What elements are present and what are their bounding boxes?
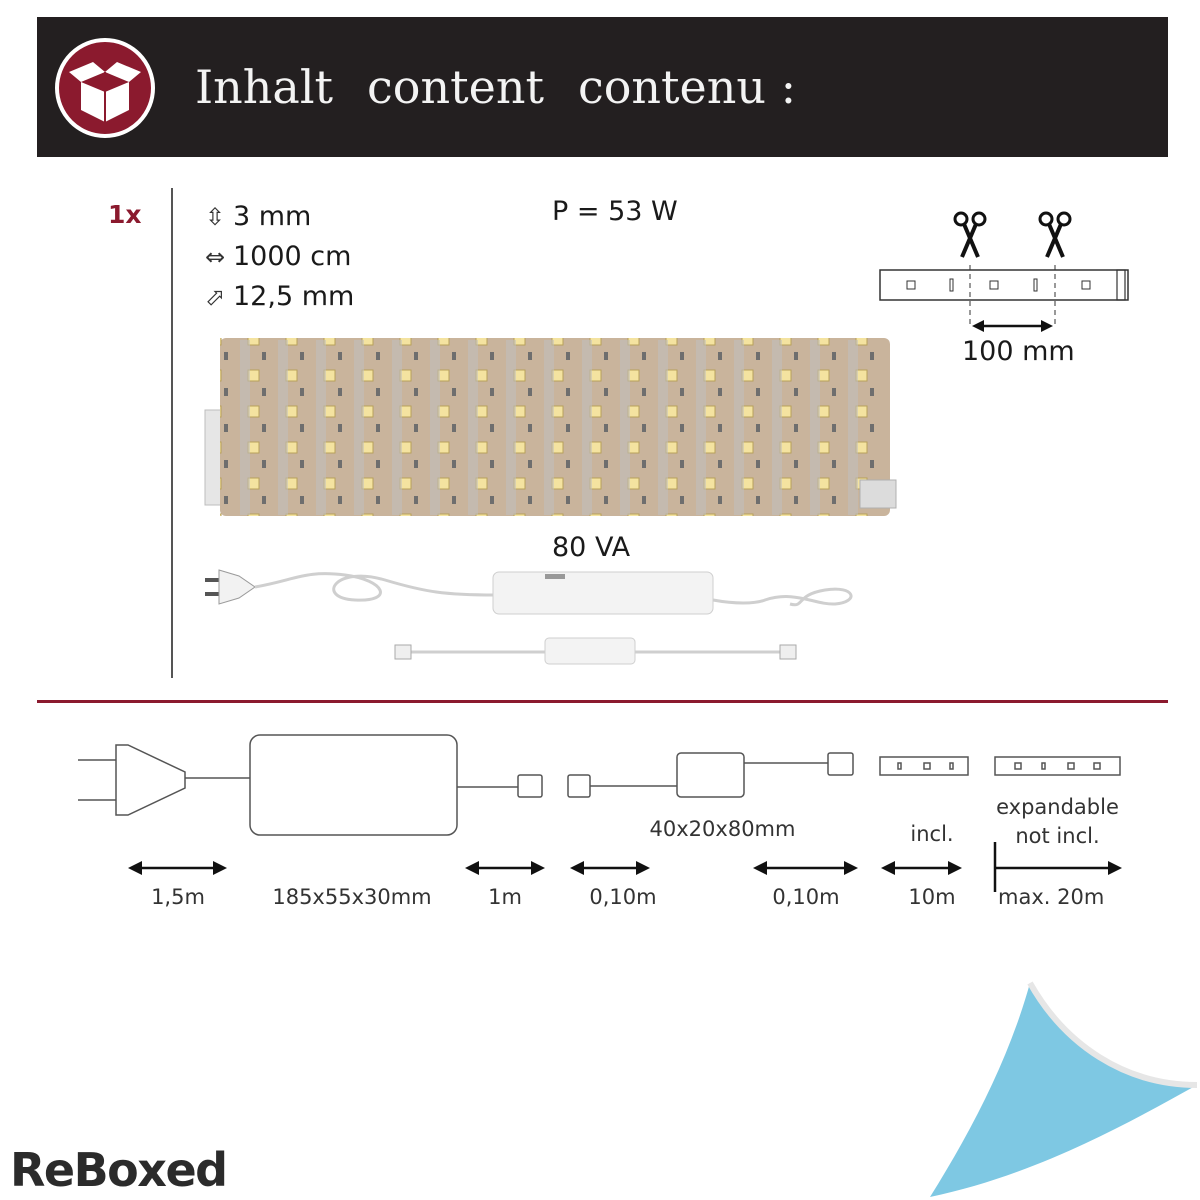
open-box-icon <box>55 38 155 138</box>
height-arrow-icon: ⇳ <box>205 203 226 231</box>
power-supply-kit-image <box>205 569 853 665</box>
header-band <box>37 17 1168 157</box>
page-corner-curl <box>930 981 1198 1197</box>
dim-controller-size: 40x20x80mm <box>649 817 796 841</box>
dim-strip-included: 10m <box>908 885 956 909</box>
title-en: content <box>367 60 544 114</box>
power-label: P = 53 W <box>552 196 678 227</box>
section-divider <box>37 700 1168 703</box>
dim-plug-cable: 1,5m <box>151 885 205 909</box>
euro-plug-icon <box>205 569 256 605</box>
title-fr: contenu : <box>577 60 797 114</box>
controller-unit <box>394 637 797 665</box>
not-included-label: not incl. <box>1015 824 1100 848</box>
driver-outline <box>249 734 458 836</box>
page-title: Inhalt content contenu : <box>195 60 796 114</box>
vertical-divider <box>171 188 173 678</box>
plug-outline-icon <box>78 744 186 816</box>
dim-connector-right: 0,10m <box>772 885 840 909</box>
dimension-arrows <box>140 842 1108 892</box>
spec-width: ⬀12,5 mm <box>205 281 354 312</box>
scissors-icon <box>953 211 987 258</box>
spec-length: ⇔1000 cm <box>205 241 351 272</box>
horizontal-arrow-icon: ⇔ <box>205 243 226 271</box>
scissors-icon <box>1038 211 1072 258</box>
dimension-schematic <box>78 734 1122 892</box>
expandable-label: expandable <box>996 795 1119 819</box>
title-de: Inhalt <box>195 60 334 114</box>
cut-marking-diagram <box>879 211 1129 332</box>
strip-included-label: incl. <box>910 822 954 846</box>
strip-included-icon <box>879 756 969 776</box>
strip-expandable-icon <box>994 756 1121 776</box>
diagonal-arrow-icon: ⬀ <box>205 283 226 311</box>
driver-rating-label: 80 VA <box>552 532 631 563</box>
connector-outline <box>517 774 543 798</box>
thickness-value: 3 mm <box>233 201 312 232</box>
cut-interval-label: 100 mm <box>962 336 1075 367</box>
dim-connector-left: 0,10m <box>589 885 657 909</box>
length-value: 1000 cm <box>233 241 352 272</box>
dim-driver-size: 185x55x30mm <box>272 885 432 909</box>
led-strip-coil-image <box>204 338 897 516</box>
spec-thickness: ⇳3 mm <box>205 201 311 232</box>
connector-outline <box>827 752 854 776</box>
connector-outline <box>567 774 591 798</box>
dim-driver-cable: 1m <box>488 885 522 909</box>
width-value: 12,5 mm <box>233 281 355 312</box>
driver-unit <box>492 571 714 615</box>
brand-logo: ReBoxed <box>10 1143 228 1197</box>
controller-outline <box>676 752 745 798</box>
dim-max-length: max. 20m <box>998 885 1105 909</box>
quantity-label: 1x <box>108 200 142 229</box>
